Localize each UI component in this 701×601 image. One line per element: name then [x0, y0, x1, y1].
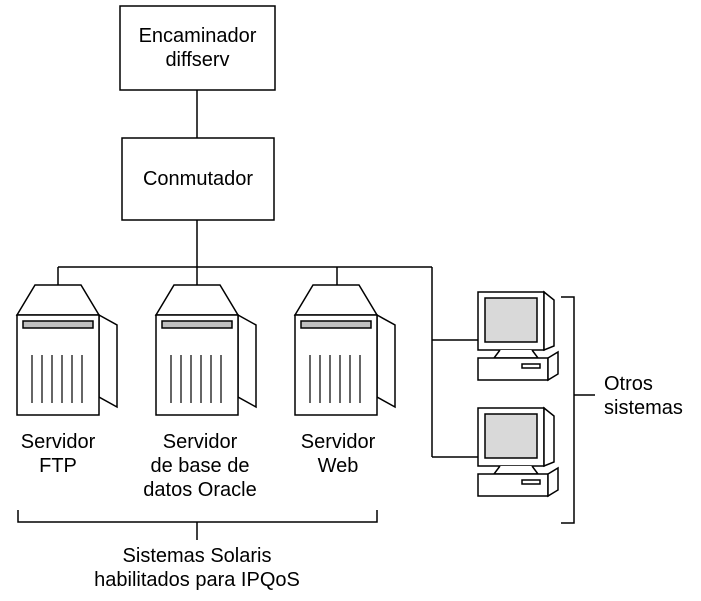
server-oracle-icon [155, 284, 257, 416]
server-web-label: Servidor Web [300, 431, 376, 477]
server-web-icon [294, 284, 396, 416]
switch-label: Conmutador [142, 168, 254, 190]
workstation-1-icon [477, 291, 559, 381]
others-bracket [561, 296, 575, 524]
router-box [119, 5, 276, 91]
workstation-2-icon [477, 407, 559, 497]
others-group-label: Otros sistemas [604, 373, 683, 419]
router-label: Encaminador diffserv [138, 25, 257, 71]
server-ftp-icon [16, 284, 118, 416]
solaris-bracket [17, 510, 378, 523]
server-ftp-label: Servidor FTP [20, 431, 96, 477]
solaris-group-label: Sistemas Solaris habilitados para IPQoS [94, 545, 300, 591]
server-oracle-label: Servidor de base de datos Oracle [143, 431, 257, 501]
switch-box [121, 137, 275, 221]
